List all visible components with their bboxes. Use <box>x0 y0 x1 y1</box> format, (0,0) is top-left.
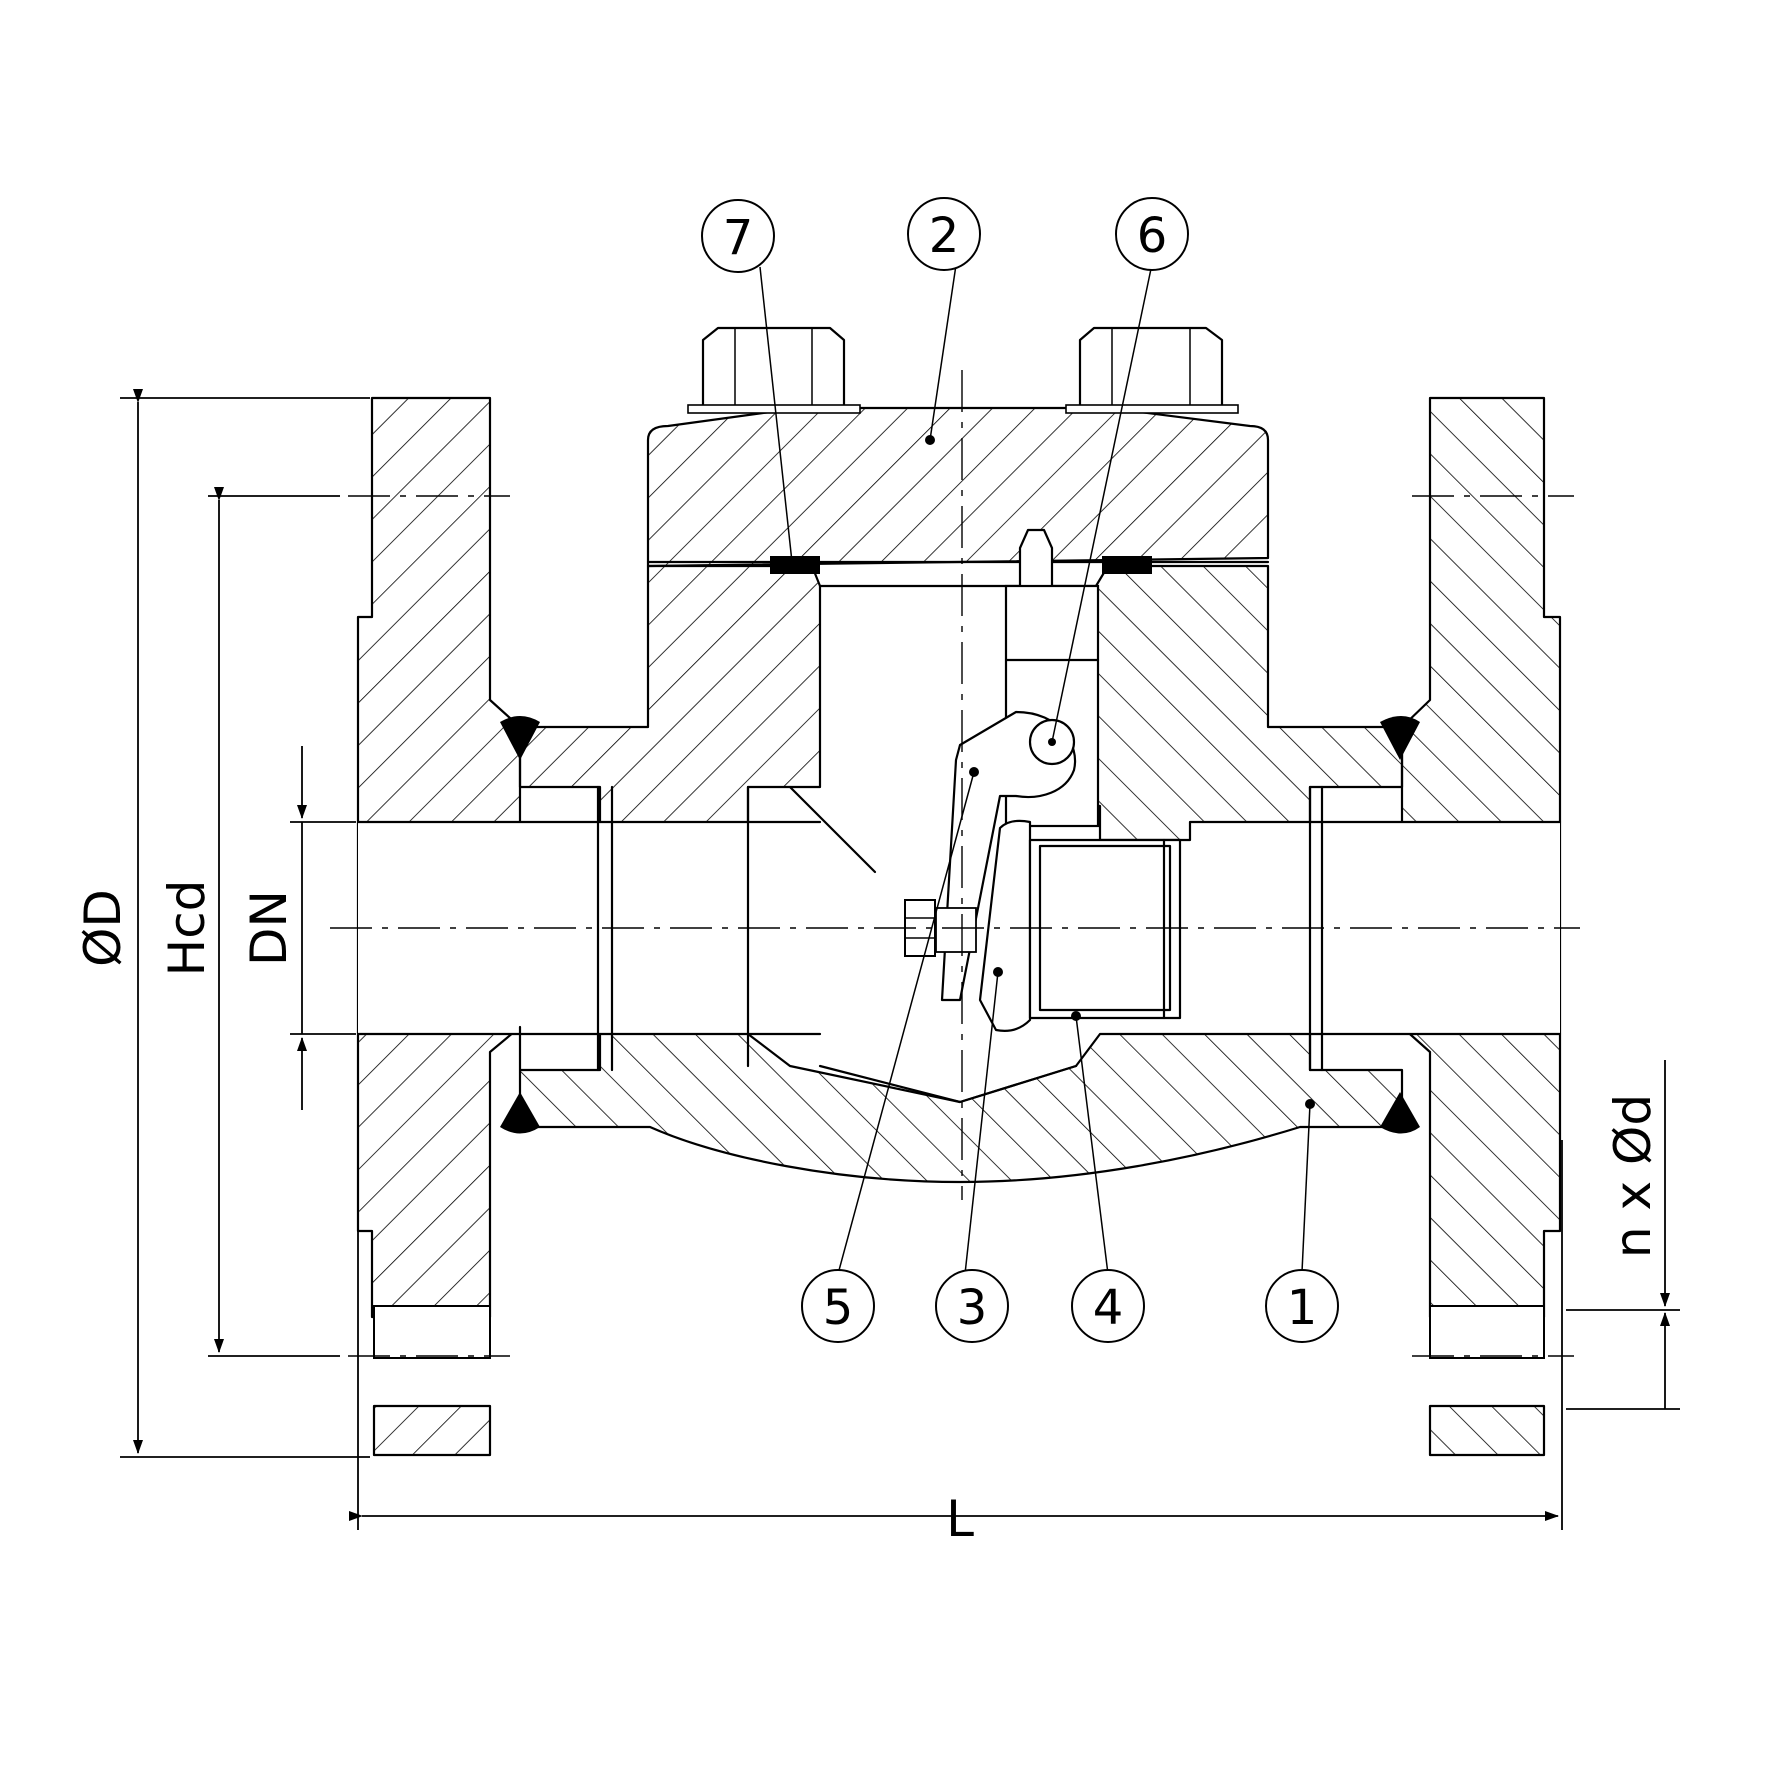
leader-lines <box>759 263 1315 1275</box>
balloon-3-label: 3 <box>957 1280 988 1336</box>
disc-assembly <box>904 584 1182 1032</box>
balloon-6: 6 <box>1115 197 1189 271</box>
left-flange <box>356 396 602 1457</box>
balloon-5: 5 <box>801 1269 875 1343</box>
balloon-6-label: 6 <box>1137 208 1168 264</box>
balloon-2-label: 2 <box>929 208 960 264</box>
bonnet <box>646 326 1270 590</box>
balloon-1-label: 1 <box>1287 1280 1318 1336</box>
dim-label-face-to-face: L <box>946 1490 974 1548</box>
weld-marks <box>500 716 1420 1134</box>
dimension-lines <box>120 389 1680 1530</box>
balloon-4-label: 4 <box>1093 1280 1124 1336</box>
balloon-3: 3 <box>935 1269 1009 1343</box>
dim-label-nominal-bore: DN <box>240 890 298 966</box>
dim-label-outer-diameter: ØD <box>74 889 132 967</box>
dim-label-bolt-circle: Hcd <box>158 880 216 977</box>
balloon-1: 1 <box>1265 1269 1339 1343</box>
right-flange <box>1308 396 1562 1457</box>
balloon-5-label: 5 <box>823 1280 854 1336</box>
centerlines <box>330 370 1580 1357</box>
valve-body <box>518 564 1404 1184</box>
balloon-2: 2 <box>907 197 981 271</box>
dim-label-bolt-holes: n x Ød <box>1604 1094 1662 1258</box>
balloon-7-label: 7 <box>723 210 754 266</box>
balloon-7: 7 <box>701 199 775 273</box>
balloon-4: 4 <box>1071 1269 1145 1343</box>
